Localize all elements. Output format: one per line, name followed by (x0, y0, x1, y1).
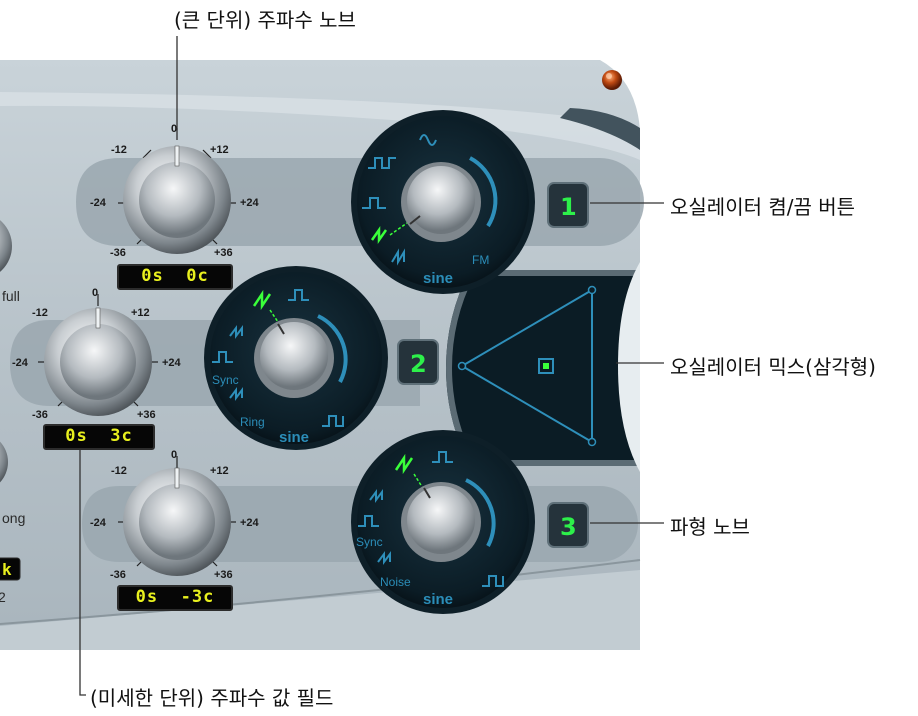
osc1-tick-pos36: +36 (214, 247, 233, 259)
osc2-wave-label-ring: Ring (240, 415, 265, 429)
osc1-wave-label-fm: FM (472, 253, 489, 267)
osc2-tick-pos24: +24 (162, 357, 182, 369)
side-lcd-fragment (0, 557, 21, 581)
osc3-tick-pos12: +12 (210, 465, 229, 477)
osc1-tick-pos24: +24 (240, 197, 260, 209)
power-led (602, 70, 622, 90)
osc1-tick-0: 0 (171, 123, 177, 135)
osc3-tick-neg36: -36 (110, 569, 126, 581)
osc1-wave-label-sine: sine (423, 270, 453, 287)
callout-oscillator-mix: 오실레이터 믹스(삼각형) (670, 355, 876, 379)
osc1-number: 1 (560, 193, 577, 221)
osc3-toggle-button[interactable]: 3 (547, 502, 589, 548)
osc3-tick-neg24: -24 (90, 517, 107, 529)
oscillator-mix-triangle[interactable] (457, 285, 597, 447)
mix-handle[interactable] (538, 358, 554, 374)
callout-lines (79, 36, 664, 696)
osc1-tick-neg12: -12 (111, 144, 127, 156)
osc3-wave-label-noise: Noise (380, 575, 411, 589)
osc1-tick-neg24: -24 (90, 197, 107, 209)
osc3-tick-pos36: +36 (214, 569, 233, 581)
panel-sweep-dark (560, 108, 640, 150)
side-lcd-text: k (2, 560, 12, 579)
callout-waveform-knob: 파형 노브 (670, 515, 750, 539)
side-label-num: 2 (0, 589, 6, 605)
osc2-tick-pos36: +36 (137, 409, 156, 421)
callout-fine-frequency-field: (미세한 단위) 주파수 값 필드 (90, 686, 334, 710)
left-partial-knob-2[interactable] (0, 432, 8, 492)
osc1-coarse-frequency-knob[interactable] (118, 128, 236, 254)
osc3-tick-pos24: +24 (240, 517, 260, 529)
left-partial-knob-1[interactable] (0, 212, 12, 280)
osc2-tick-0: 0 (92, 287, 98, 299)
osc2-toggle-button[interactable]: 2 (397, 339, 439, 385)
osc2-wave-label-sync: Sync (212, 373, 239, 387)
osc2-number: 2 (410, 350, 427, 378)
panel-sweep (0, 92, 640, 160)
osc1-tick-neg36: -36 (110, 247, 126, 259)
osc3-wave-label-sine: sine (423, 591, 453, 608)
osc2-coarse-frequency-knob[interactable] (38, 294, 158, 416)
panel-right-lens (618, 262, 640, 472)
callout-coarse-frequency-knob: (큰 단위) 주파수 노브 (174, 8, 356, 32)
osc1-fine-frequency-field[interactable]: 0s 0c (117, 264, 233, 290)
osc2-waveform-knob[interactable] (204, 266, 388, 450)
osc3-tick-neg12: -12 (111, 465, 127, 477)
osc1-waveform-knob[interactable] (351, 110, 535, 294)
osc2-wave-label-sine: sine (279, 429, 309, 446)
osc1-toggle-button[interactable]: 1 (547, 182, 589, 228)
osc2-tick-neg24: -24 (12, 357, 29, 369)
osc1-tick-pos12: +12 (210, 144, 229, 156)
osc3-waveform-knob[interactable] (351, 430, 535, 614)
osc2-tick-neg12: -12 (32, 307, 48, 319)
callout-oscillator-toggle: 오실레이터 켬/끔 버튼 (670, 195, 856, 219)
osc3-coarse-frequency-knob[interactable] (118, 456, 236, 576)
side-label-long: ong (2, 510, 25, 526)
osc2-fine-frequency-field[interactable]: 0s 3c (43, 424, 155, 450)
osc2-tick-neg36: -36 (32, 409, 48, 421)
side-label-full: full (2, 288, 20, 304)
osc3-number: 3 (560, 513, 577, 541)
panel-bottom-stroke (0, 559, 641, 625)
osc3-tick-0: 0 (171, 449, 177, 461)
osc3-fine-frequency-field[interactable]: 0s -3c (117, 585, 233, 611)
osc2-tick-pos12: +12 (131, 307, 150, 319)
osc3-wave-label-sync: Sync (356, 535, 383, 549)
